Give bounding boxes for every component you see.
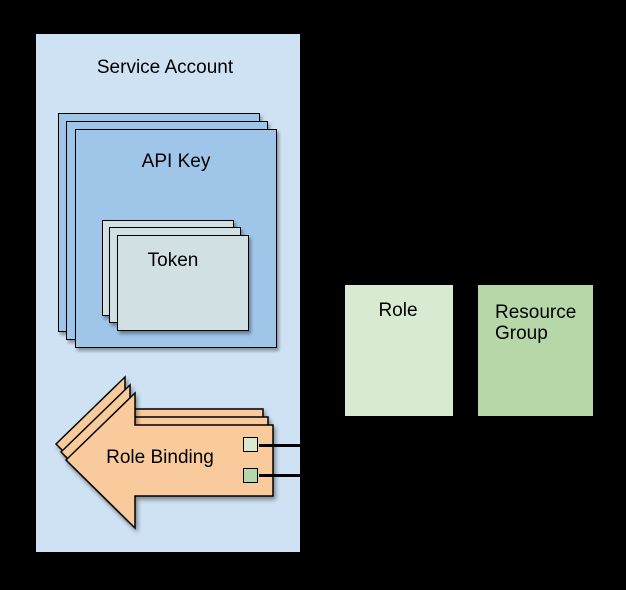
resource-group-connector-line [259, 474, 300, 477]
resource-group-port-square [243, 468, 258, 483]
service-account-label: Service Account [96, 57, 234, 78]
role-port-square [243, 437, 258, 452]
api-key-label: API Key [141, 151, 211, 172]
role-binding-label: Role Binding [106, 447, 214, 468]
token-box [117, 235, 249, 331]
role-connector-line [259, 444, 300, 447]
resource-group-label: Resource Group [495, 302, 576, 344]
resource-group-label-line1: Resource [495, 302, 577, 323]
token-label: Token [147, 250, 199, 271]
role-label: Role [378, 300, 418, 321]
resource-group-label-line2: Group [495, 323, 548, 344]
role-box [345, 285, 453, 416]
resource-group-box [478, 285, 593, 416]
